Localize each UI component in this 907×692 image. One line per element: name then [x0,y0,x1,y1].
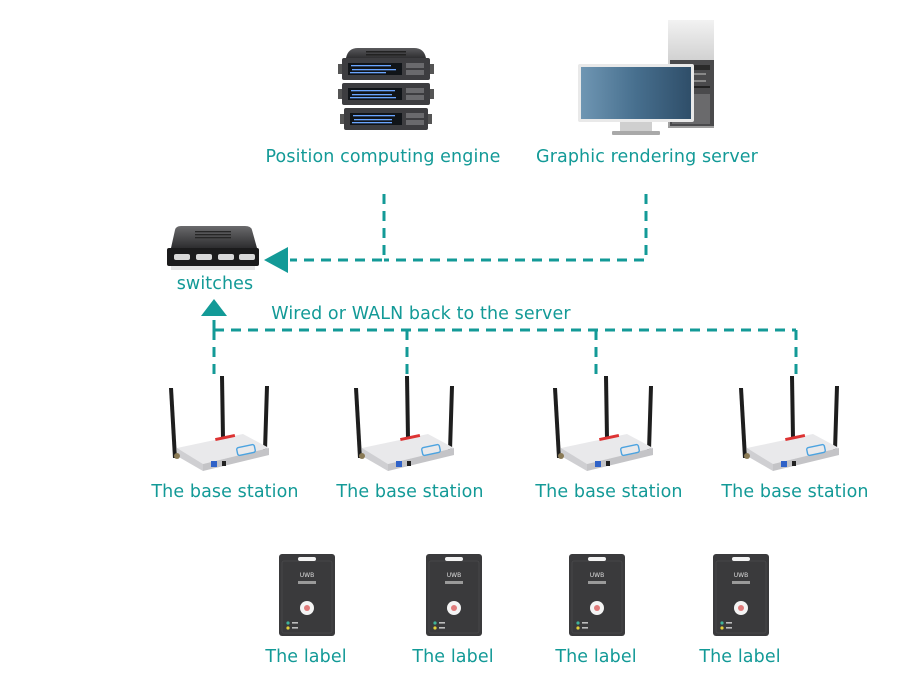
uwb-tag-node: UWB [568,553,626,641]
server-rack-icon [338,48,434,130]
position-engine-node [336,44,436,140]
base-station-node [735,376,847,476]
base-station-node [165,376,277,476]
network-switch-icon [167,226,259,270]
tag-label: The label [265,647,347,667]
desktop-computer-icon [578,20,714,135]
base-station-icon [169,376,269,471]
base-station-label: The base station [151,482,299,502]
tag-label: The label [555,647,637,667]
arrow-up-to-switch [201,299,227,316]
svg-text:UWB: UWB [300,572,314,579]
uwb-tag-icon: UWB [569,554,625,636]
base-station-node [549,376,661,476]
arrow-into-switch [264,247,288,273]
position-engine-label: Position computing engine [265,147,501,167]
backhaul-label: Wired or WALN back to the server [271,304,571,324]
tag-label: The label [412,647,494,667]
base-station-icon [553,376,653,471]
svg-text:UWB: UWB [590,572,604,579]
switch-label: switches [176,274,254,294]
tag-label: The label [699,647,781,667]
base-station-icon [739,376,839,471]
uwb-tag-icon: UWB [426,554,482,636]
base-station-label: The base station [535,482,683,502]
base-station-icon [354,376,454,471]
switch-node [165,224,261,278]
uwb-tag-icon: UWB [279,554,335,636]
base-station-label: The base station [721,482,869,502]
render-server-label: Graphic rendering server [536,147,758,167]
uwb-tag-node: UWB [425,553,483,641]
edge-render-to-switch [384,194,648,262]
svg-text:UWB: UWB [734,572,748,579]
edge-engine-to-switch [290,194,386,262]
uwb-tag-icon: UWB [713,554,769,636]
uwb-tag-node: UWB [278,553,336,641]
uwb-tag-node: UWB [712,553,770,641]
base-station-node [350,376,462,476]
svg-text:UWB: UWB [447,572,461,579]
render-server-node [576,18,722,142]
base-station-label: The base station [336,482,484,502]
